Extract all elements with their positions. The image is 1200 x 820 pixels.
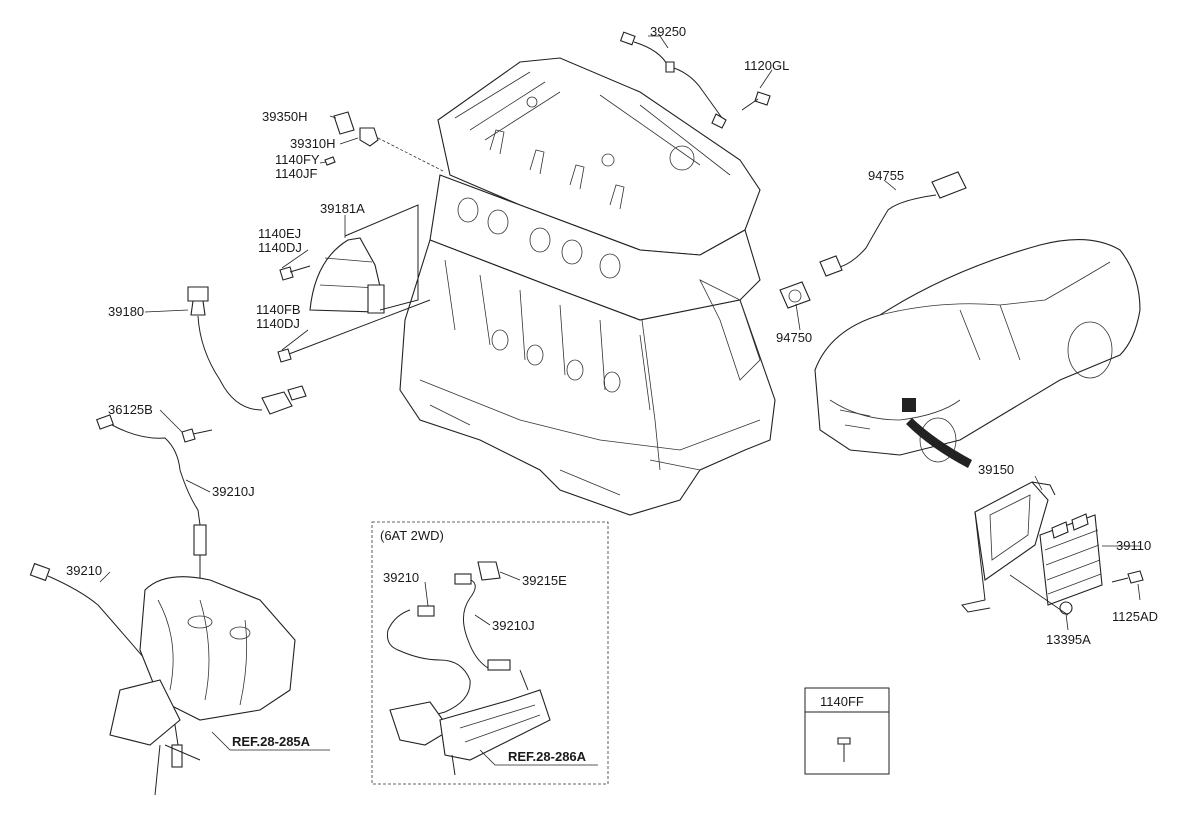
fasteners-ecu (1059, 570, 1144, 615)
label-39180: 39180 (108, 304, 144, 319)
label-1140FB: 1140FB (256, 302, 301, 317)
label-1140FF: 1140FF (820, 694, 864, 709)
part-labels: 39250 1120GL 39350H 39310H 1140FY 1140JF… (66, 24, 1158, 764)
label-39250: 39250 (650, 24, 686, 39)
label-box-39210: 39210 (383, 570, 419, 585)
part-39250-sensor-harness (619, 31, 727, 129)
label-1140JF: 1140JF (275, 166, 317, 181)
part-39110-ecu (1039, 513, 1103, 606)
label-box-39210J: 39210J (492, 618, 535, 633)
label-1140FY: 1140FY (275, 152, 320, 167)
box-catalyst (389, 669, 551, 776)
part-94750-switch (779, 281, 811, 309)
ref-28-285A[interactable]: REF.28-285A (232, 734, 311, 749)
bolt-1120GL (741, 91, 771, 111)
label-39150: 39150 (978, 462, 1014, 477)
fastener-1140FF-box (804, 687, 890, 775)
ref-28-286A[interactable]: REF.28-286A (508, 749, 587, 764)
box-sensor-39210J (454, 573, 511, 671)
label-39310H: 39310H (290, 136, 336, 151)
box-bracket-39215E (477, 561, 501, 581)
label-1125AD: 1125AD (1112, 609, 1158, 624)
variant-box-6at-2wd (371, 521, 609, 785)
label-39350H: 39350H (262, 109, 308, 124)
part-39181A-shield (309, 204, 419, 314)
label-94750: 94750 (776, 330, 812, 345)
part-39350H-cam-sensor (324, 111, 379, 166)
vehicle-illustration (814, 239, 1141, 468)
label-39110: 39110 (1116, 538, 1151, 553)
label-1140DJ-upper: 1140DJ (258, 240, 302, 255)
bolts-1140 (181, 265, 431, 443)
label-94755: 94755 (868, 168, 904, 183)
exhaust-manifold (109, 576, 296, 796)
label-1120GL: 1120GL (744, 58, 789, 73)
engine-illustration (399, 57, 776, 516)
label-13395A: 13395A (1046, 632, 1091, 647)
label-39210J: 39210J (212, 484, 255, 499)
part-39150-bracket (961, 481, 1056, 613)
ref-28-286A-leader (479, 749, 598, 766)
label-36125B: 36125B (108, 402, 153, 417)
label-39181A: 39181A (320, 201, 365, 216)
leader-lines (99, 35, 1141, 631)
part-39180-crank-sensor (187, 286, 307, 415)
label-box-39215E: 39215E (522, 573, 567, 588)
part-39210J-o2-sensor (96, 414, 207, 610)
label-1140EJ: 1140EJ (258, 226, 301, 241)
label-39210: 39210 (66, 563, 102, 578)
label-1140DJ-lower: 1140DJ (256, 316, 300, 331)
variant-box-title: (6AT 2WD) (380, 528, 444, 543)
part-94755-harness (819, 171, 967, 277)
ref-28-285A-leader (211, 731, 330, 751)
